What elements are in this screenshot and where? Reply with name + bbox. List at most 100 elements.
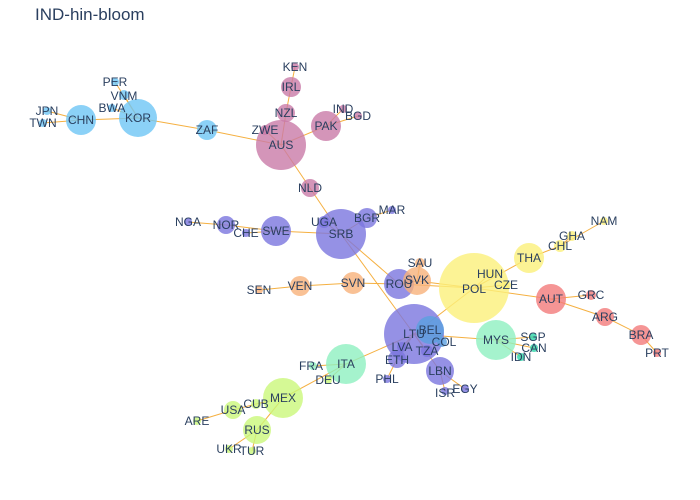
node-label-vnm: VNM: [111, 89, 138, 103]
node-label-prt: PRT: [645, 346, 669, 360]
node-kor[interactable]: [119, 99, 157, 137]
node-label-can: CAN: [521, 341, 546, 355]
node-label-nzl: NZL: [275, 106, 298, 120]
node-vnm[interactable]: [119, 90, 129, 100]
node-cub[interactable]: [251, 399, 261, 409]
node-label-col: COL: [432, 335, 457, 349]
node-usa[interactable]: [224, 401, 242, 419]
node-tha[interactable]: [514, 243, 544, 273]
node-label-grc: GRC: [578, 288, 605, 302]
node-label-deu: DEU: [315, 373, 340, 387]
node-ven[interactable]: [290, 276, 310, 296]
node-ind[interactable]: [339, 105, 347, 113]
node-col[interactable]: [437, 337, 447, 347]
node-label-pak: PAK: [314, 119, 337, 133]
node-label-mex: MEX: [270, 391, 296, 405]
node-label-bgd: BGD: [345, 109, 371, 123]
node-bra[interactable]: [631, 325, 651, 345]
node-chn[interactable]: [66, 105, 96, 135]
node-label-usa: USA: [221, 403, 246, 417]
node-are[interactable]: [193, 417, 201, 425]
node-sen[interactable]: [255, 286, 263, 294]
node-che[interactable]: [242, 229, 250, 237]
node-label-ven: VEN: [288, 279, 313, 293]
node-sau[interactable]: [415, 258, 425, 268]
node-ukr[interactable]: [225, 445, 233, 453]
node-uga[interactable]: [318, 216, 330, 228]
node-mar[interactable]: [388, 206, 396, 214]
node-bgd[interactable]: [354, 112, 362, 120]
node-nga[interactable]: [184, 218, 192, 226]
node-label-kor: KOR: [125, 111, 151, 125]
node-bgr[interactable]: [357, 208, 377, 228]
node-eth[interactable]: [388, 350, 406, 368]
node-label-lbn: LBN: [428, 364, 451, 378]
node-label-fra: FRA: [299, 359, 323, 373]
node-aut[interactable]: [536, 284, 566, 314]
node-label-che: CHE: [233, 226, 258, 240]
node-irl[interactable]: [281, 77, 301, 97]
node-isr[interactable]: [441, 387, 449, 395]
node-pak[interactable]: [311, 111, 341, 141]
node-nzl[interactable]: [277, 104, 295, 122]
node-nor[interactable]: [217, 216, 235, 234]
node-jpn[interactable]: [43, 107, 51, 115]
node-egy[interactable]: [461, 385, 469, 393]
node-label-tur: TUR: [240, 444, 265, 458]
node-bel[interactable]: [416, 316, 444, 344]
node-svk[interactable]: [403, 267, 431, 295]
node-grc[interactable]: [586, 290, 596, 300]
node-label-idn: IDN: [511, 350, 532, 364]
node-bwa[interactable]: [108, 104, 116, 112]
node-ken[interactable]: [291, 63, 299, 71]
node-zaf[interactable]: [197, 120, 217, 140]
node-label-arg: ARG: [592, 310, 618, 324]
node-zwe[interactable]: [260, 125, 270, 135]
node-label-gha: GHA: [559, 229, 585, 243]
node-idn[interactable]: [517, 353, 525, 361]
node-fra[interactable]: [309, 362, 317, 370]
node-can[interactable]: [530, 344, 538, 352]
node-label-ind: IND: [333, 102, 354, 116]
node-swe[interactable]: [261, 216, 291, 246]
node-label-ltu: LTU: [403, 327, 425, 341]
node-label-lva: LVA: [392, 340, 413, 354]
node-label-bra: BRA: [629, 328, 654, 342]
node-arg[interactable]: [596, 308, 614, 326]
node-hun[interactable]: [485, 269, 495, 279]
node-tza[interactable]: [421, 345, 433, 357]
node-mex[interactable]: [263, 378, 303, 418]
node-label-zaf: ZAF: [196, 123, 219, 137]
node-nld[interactable]: [301, 179, 319, 197]
node-mys[interactable]: [476, 320, 516, 360]
node-label-chn: CHN: [68, 113, 94, 127]
node-label-bwa: BWA: [99, 101, 126, 115]
node-label-jpn: JPN: [36, 104, 59, 118]
node-deu[interactable]: [324, 376, 332, 384]
node-per[interactable]: [111, 78, 119, 86]
node-label-ukr: UKR: [216, 442, 242, 456]
node-nam[interactable]: [600, 217, 608, 225]
node-label-nga: NGA: [175, 215, 201, 229]
node-cze[interactable]: [501, 280, 511, 290]
node-lbn[interactable]: [426, 357, 454, 385]
node-phl[interactable]: [383, 375, 391, 383]
node-label-cze: CZE: [494, 278, 518, 292]
node-lva[interactable]: [397, 342, 407, 352]
node-rus[interactable]: [243, 416, 271, 444]
node-chl[interactable]: [554, 240, 566, 252]
node-tur[interactable]: [248, 447, 256, 455]
node-label-cub: CUB: [243, 397, 268, 411]
node-label-srb: SRB: [329, 227, 354, 241]
node-sgp[interactable]: [529, 333, 537, 341]
node-label-mar: MAR: [379, 203, 406, 217]
node-svn[interactable]: [342, 272, 364, 294]
node-label-are: ARE: [185, 414, 210, 428]
node-prt[interactable]: [653, 349, 661, 357]
node-label-tha: THA: [517, 251, 541, 265]
node-gha[interactable]: [567, 231, 577, 241]
node-ita[interactable]: [326, 344, 366, 384]
node-twn[interactable]: [39, 119, 47, 127]
